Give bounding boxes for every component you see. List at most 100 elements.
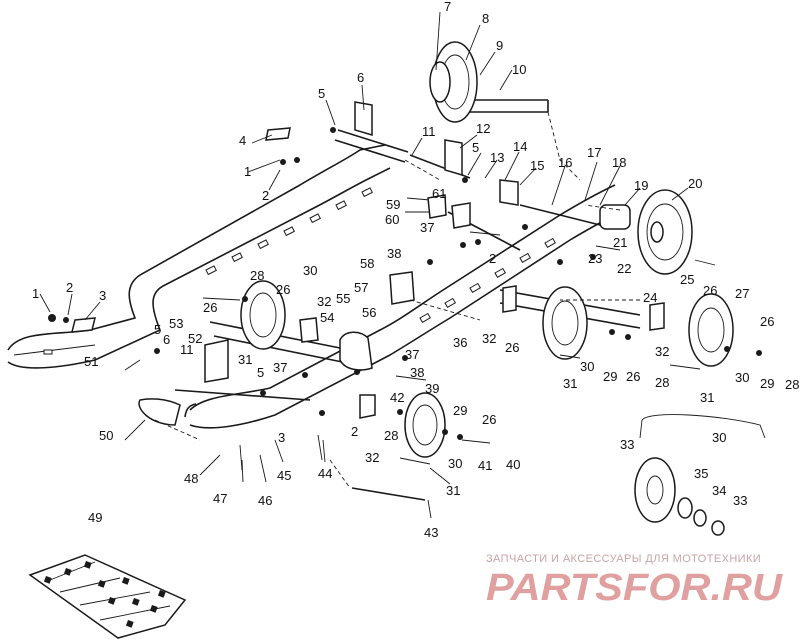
part-label: 40 (506, 457, 520, 472)
part-label: 6 (357, 70, 364, 85)
part-label: 14 (513, 139, 527, 154)
part-label: 34 (712, 483, 726, 498)
part-label: 16 (558, 155, 572, 170)
part-label: 38 (387, 246, 401, 261)
part-label: 51 (84, 354, 98, 369)
part-label: 26 (760, 314, 774, 329)
part-label: 30 (712, 430, 726, 445)
left-rail (7, 144, 391, 369)
part-label: 29 (453, 403, 467, 418)
wheel-mid-30 (542, 286, 588, 360)
part-label: 28 (655, 375, 669, 390)
part-label: 37 (420, 220, 434, 235)
part-label: 28 (250, 268, 264, 283)
part-label: 32 (482, 331, 496, 346)
part-label: 42 (390, 390, 404, 405)
watermark-logo: PARTSFOR.RU (486, 567, 784, 609)
part-label: 28 (384, 428, 398, 443)
part-label: 11 (422, 124, 436, 139)
part-label: 58 (360, 256, 374, 271)
part-label: 2 (66, 280, 73, 295)
part-label: 46 (258, 493, 272, 508)
part-label: 17 (587, 145, 601, 160)
part-label: 26 (703, 283, 717, 298)
part-label: 41 (478, 458, 492, 473)
part-label: 2 (262, 188, 269, 203)
part-label: 28 (785, 377, 799, 392)
part-label: 3 (99, 288, 106, 303)
part-label: 53 (169, 316, 183, 331)
part-label: 30 (303, 263, 317, 278)
part-label: 20 (688, 176, 702, 191)
part-label: 61 (432, 186, 446, 201)
part-label: 31 (238, 352, 252, 367)
part-label: 15 (530, 158, 544, 173)
part-label: 7 (444, 0, 451, 14)
watermark-logo-text: PARTSFOR.RU (486, 567, 784, 609)
part-label: 50 (99, 428, 113, 443)
part-label: 33 (620, 437, 634, 452)
part-label: 39 (425, 381, 439, 396)
part-label: 18 (612, 155, 626, 170)
part-label: 43 (424, 525, 438, 540)
part-label: 22 (617, 261, 631, 276)
part-label: 31 (700, 390, 714, 405)
part-label: 38 (410, 365, 424, 380)
part-label: 12 (476, 121, 490, 136)
part-label: 32 (655, 344, 669, 359)
part-label: 1 (32, 286, 39, 301)
wheel-exploded-30 (634, 457, 725, 536)
wheel-bottom-30 (404, 392, 446, 458)
part-label: 3 (278, 430, 285, 445)
part-label: 35 (694, 466, 708, 481)
part-label: 1 (244, 164, 251, 179)
part-label: 9 (496, 38, 503, 53)
part-label: 2 (489, 251, 496, 266)
wheel-idler-20 (599, 189, 693, 275)
part-label: 11 (180, 342, 194, 357)
hardware (48, 101, 762, 471)
part-label: 32 (365, 450, 379, 465)
track-section (28, 554, 187, 639)
part-label: 60 (385, 212, 399, 227)
part-label: 5 (154, 322, 161, 337)
part-label: 37 (273, 360, 287, 375)
part-label: 57 (354, 280, 368, 295)
part-label: 4 (239, 133, 246, 148)
right-rail (184, 184, 621, 429)
part-label: 5 (318, 86, 325, 101)
part-label: 26 (482, 412, 496, 427)
part-label: 25 (680, 272, 694, 287)
part-label: 8 (482, 11, 489, 26)
wheel-top (429, 41, 478, 123)
part-label: 21 (613, 235, 627, 250)
leader-lines (39, 11, 766, 519)
part-label: 32 (317, 294, 331, 309)
part-label: 13 (490, 150, 504, 165)
part-label: 6 (163, 332, 170, 347)
part-label: 44 (318, 466, 332, 481)
part-label: 27 (735, 286, 749, 301)
part-label: 31 (563, 376, 577, 391)
part-label: 54 (320, 310, 334, 325)
watermark-caption: ЗАПЧАСТИ И АКСЕССУАРЫ ДЛЯ МОТОТЕХНИКИ (486, 553, 762, 565)
part-label: 24 (643, 290, 657, 305)
part-label: 59 (386, 197, 400, 212)
part-label: 30 (735, 370, 749, 385)
wheel-left-30 (240, 280, 286, 350)
part-label: 30 (580, 359, 594, 374)
part-label: 37 (405, 347, 419, 362)
part-label: 26 (203, 300, 217, 315)
wheel-right-30 (688, 293, 734, 367)
part-label: 26 (626, 369, 640, 384)
part-label: 36 (453, 335, 467, 350)
part-label: 29 (603, 369, 617, 384)
part-label: 49 (88, 510, 102, 525)
part-label: 10 (512, 62, 526, 77)
part-label: 26 (276, 282, 290, 297)
part-label: 45 (277, 468, 291, 483)
part-label: 56 (362, 305, 376, 320)
part-label: 55 (336, 291, 350, 306)
part-label: 5 (472, 140, 479, 155)
part-label: 48 (184, 471, 198, 486)
